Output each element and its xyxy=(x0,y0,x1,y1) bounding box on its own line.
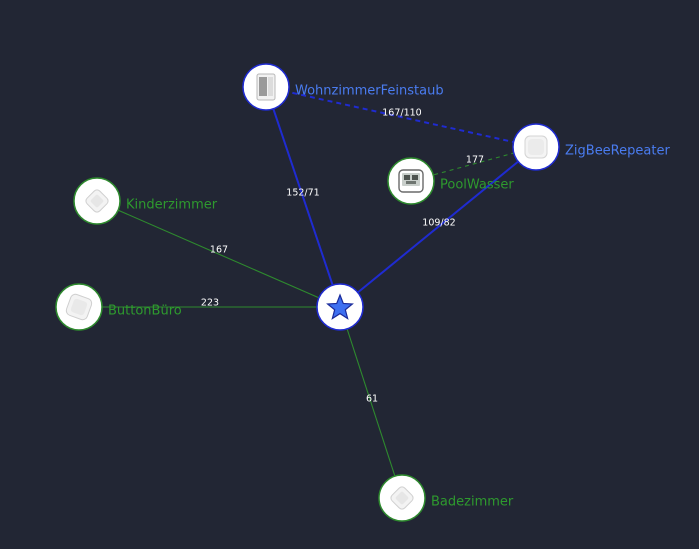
sensor-cube-icon xyxy=(390,486,414,510)
node-label-badezimmer: Badezimmer xyxy=(431,495,514,510)
link-label-repeater-coordinator: 109/82 xyxy=(422,218,455,229)
node-badezimmer[interactable]: Badezimmer xyxy=(378,474,514,522)
link-label-badezimmer-coordinator: 61 xyxy=(366,394,378,405)
link-label-kinderzimmer-coordinator: 167 xyxy=(210,245,228,256)
link-wohnzimmer-repeater[interactable] xyxy=(265,86,537,148)
link-label-poolwasser-repeater: 177 xyxy=(466,155,484,166)
node-kinderzimmer[interactable]: Kinderzimmer xyxy=(73,177,218,225)
button-icon xyxy=(65,293,93,321)
node-label-wohnzimmer: WohnzimmerFeinstaub xyxy=(295,84,444,99)
node-label-buttonburo: ButtonBüro xyxy=(108,304,182,319)
repeater-plug-icon xyxy=(524,135,548,159)
node-label-poolwasser: PoolWasser xyxy=(440,178,514,193)
node-wohnzimmer[interactable]: WohnzimmerFeinstaub xyxy=(242,63,444,111)
node-label-kinderzimmer: Kinderzimmer xyxy=(126,198,218,213)
link-wohnzimmer-coordinator[interactable] xyxy=(265,86,341,308)
node-repeater[interactable]: ZigBeeRepeater xyxy=(512,123,670,171)
node-buttonburo[interactable]: ButtonBüro xyxy=(55,283,182,331)
link-kinderzimmer-coordinator[interactable] xyxy=(96,200,341,308)
thermometer-display-icon xyxy=(398,169,424,193)
link-badezimmer-coordinator[interactable] xyxy=(339,306,403,499)
air-purifier-icon xyxy=(256,73,276,101)
link-label-buttonburo-coordinator: 223 xyxy=(201,298,219,309)
node-label-repeater: ZigBeeRepeater xyxy=(565,144,670,159)
link-repeater-coordinator[interactable] xyxy=(339,146,537,308)
star-icon xyxy=(326,293,354,320)
links-layer xyxy=(79,86,537,499)
sensor-cube-icon xyxy=(85,189,109,213)
nodes-layer: WohnzimmerFeinstaubZigBeeRepeaterPoolWas… xyxy=(55,63,670,522)
link-label-wohnzimmer-coordinator: 152/71 xyxy=(286,188,319,199)
link-label-wohnzimmer-repeater: 167/110 xyxy=(382,108,421,119)
node-poolwasser[interactable]: PoolWasser xyxy=(387,157,514,205)
node-coordinator[interactable] xyxy=(316,283,364,331)
link-labels-layer: 152/71 109/82 167/110 177 167 223 61 xyxy=(201,108,484,405)
